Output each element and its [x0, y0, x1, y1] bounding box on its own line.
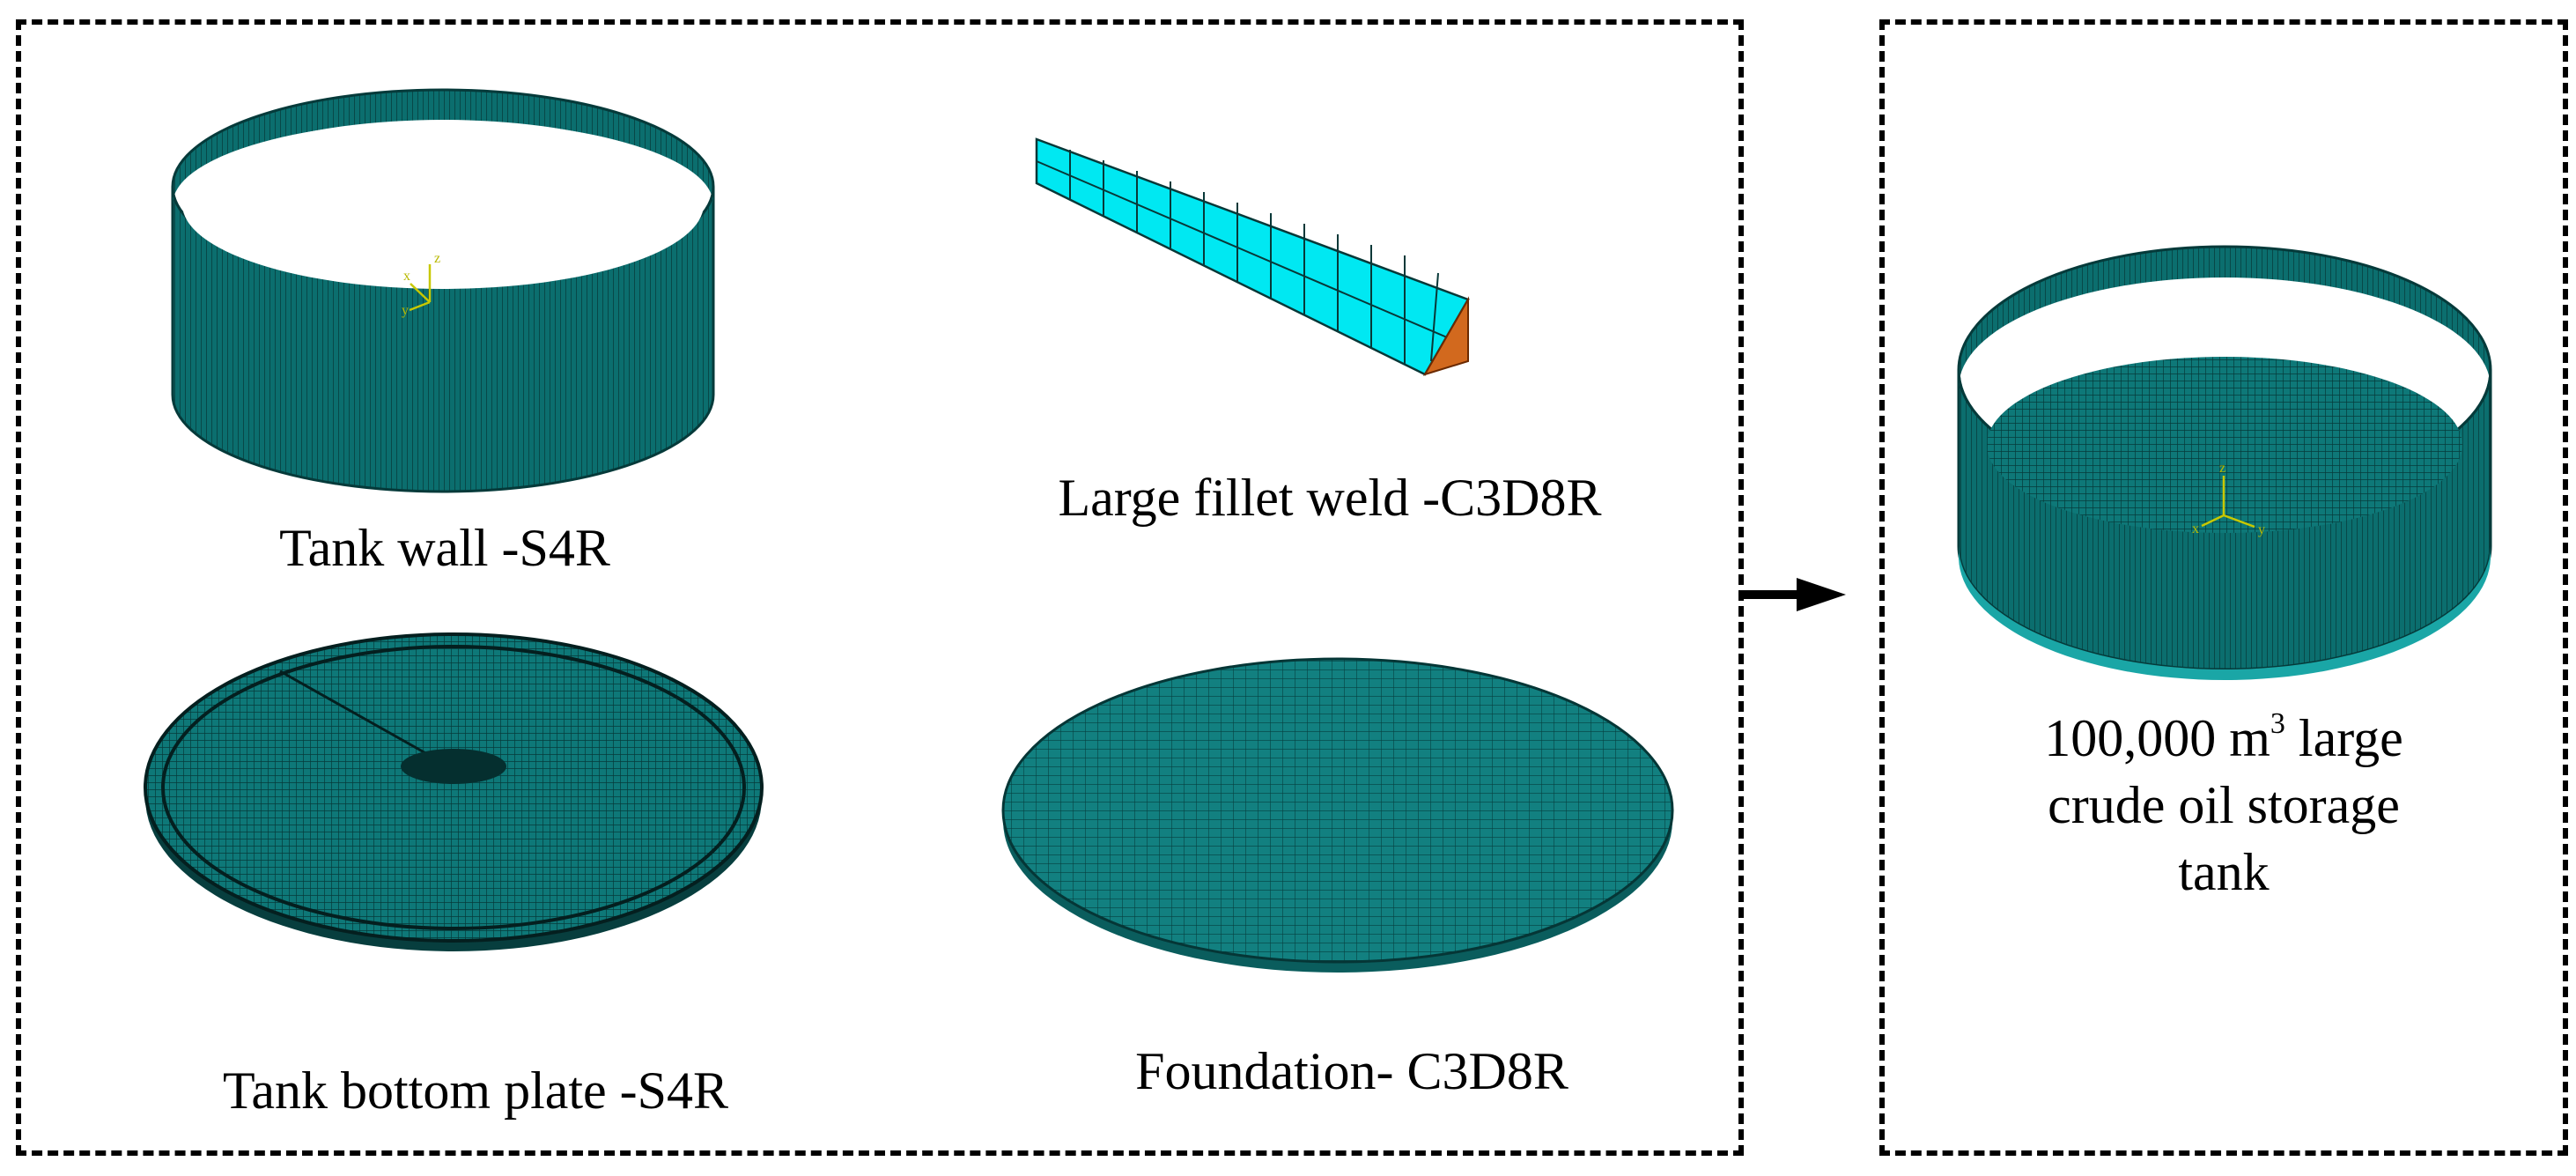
bottom-plate-mesh — [144, 632, 764, 951]
tank-wall-caption: Tank wall -S4R — [279, 519, 610, 577]
foundation-caption: Foundation- C3D8R — [1135, 1042, 1568, 1100]
fillet-weld-mesh — [1035, 137, 1470, 376]
component-meshes-frame — [16, 19, 1744, 1156]
tank-wall-triad — [409, 264, 432, 312]
fillet-weld-caption: Large fillet weld -C3D8R — [1058, 469, 1602, 527]
storage-tank-caption-line1: 100,000 m3 large — [1889, 705, 2558, 772]
storage-tank-triad — [2201, 476, 2255, 529]
tank-capacity-value: 100,000 — [2044, 709, 2217, 767]
storage-tank-caption-line3: tank — [2178, 843, 2270, 901]
tank-capacity-unit: m — [2229, 709, 2270, 767]
assembled-tank-frame — [1879, 19, 2568, 1156]
assembly-arrow — [1744, 578, 1846, 611]
storage-tank-caption-line2: crude oil storage — [2048, 776, 2400, 834]
storage-tank-mesh — [1957, 245, 2492, 680]
storage-tank-caption: 100,000 m3 large crude oil storage tank — [1889, 705, 2558, 906]
bottom-plate-caption: Tank bottom plate -S4R — [222, 1061, 729, 1120]
foundation-mesh — [1001, 657, 1674, 973]
tank-capacity-exponent: 3 — [2270, 707, 2285, 740]
tank-wall-mesh — [171, 88, 715, 493]
tank-caption-large: large — [2298, 709, 2403, 767]
